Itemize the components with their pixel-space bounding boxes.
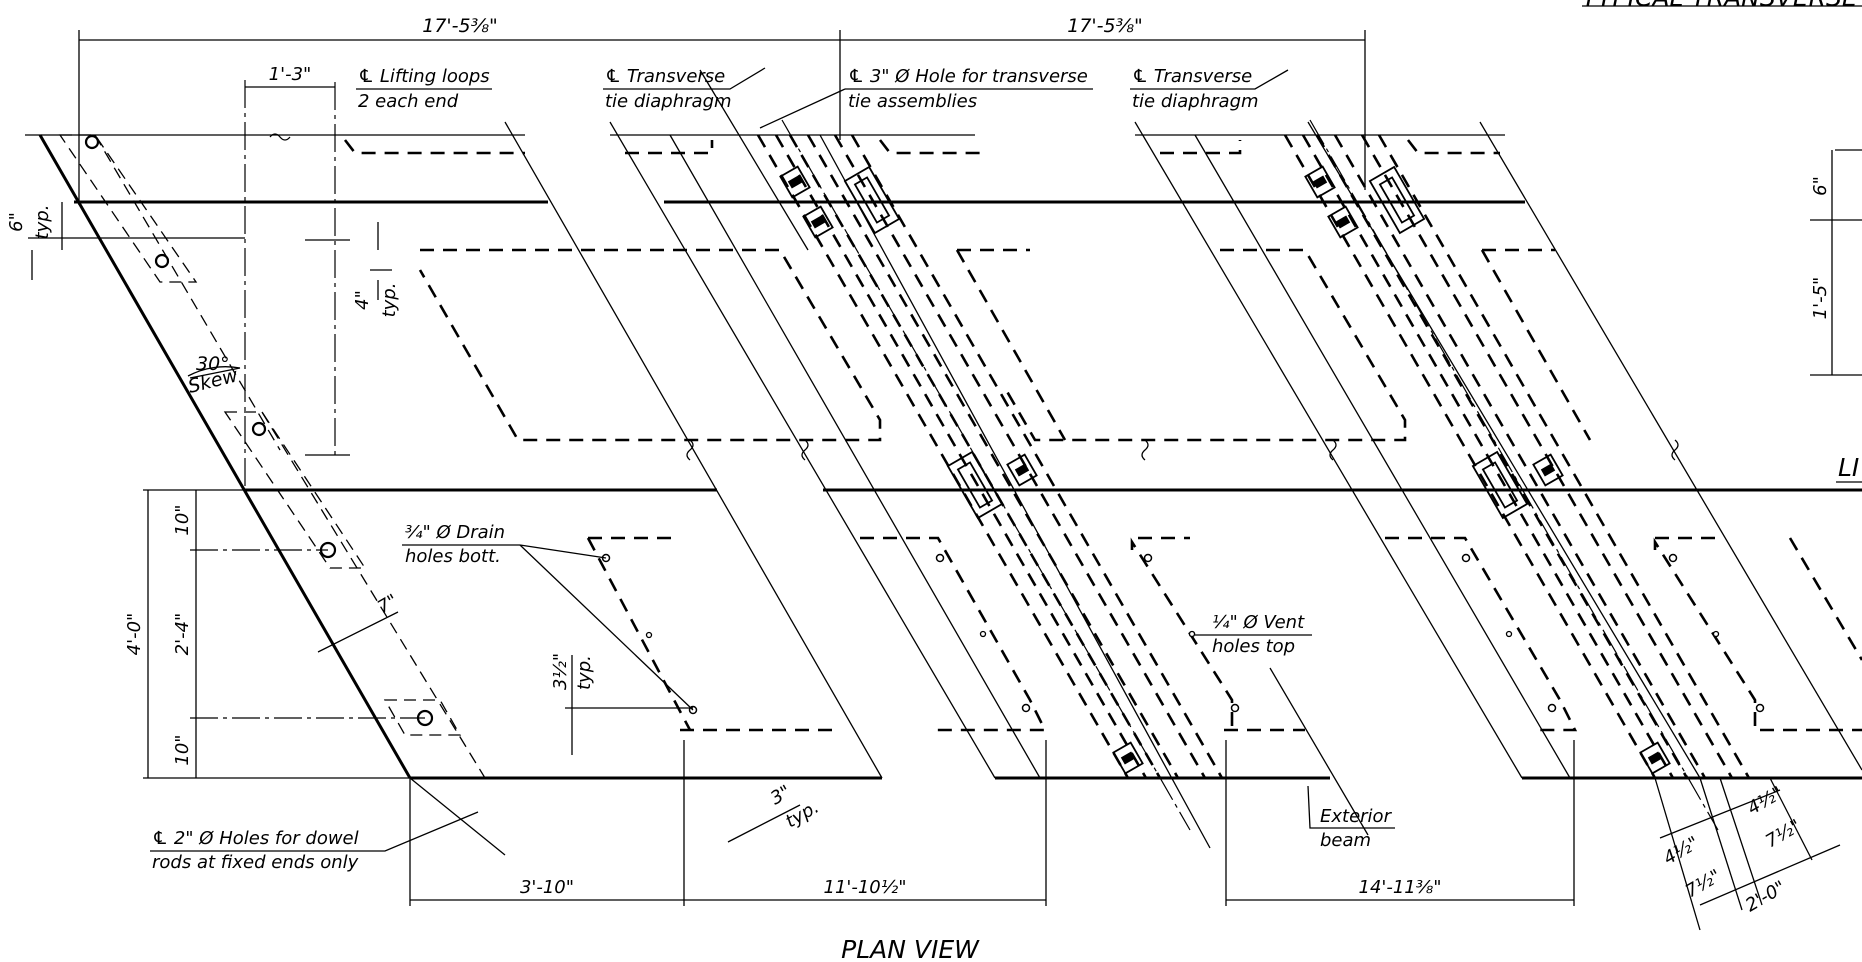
svg-text:holes top: holes top [1212, 636, 1295, 657]
diaphragm-band-2 [1283, 119, 1751, 831]
svg-text:℄ Transverse: ℄ Transverse [1132, 66, 1252, 87]
svg-text:¼" Ø Vent: ¼" Ø Vent [1212, 612, 1305, 633]
svg-text:℄ 3" Ø Hole for transverse: ℄ 3" Ø Hole for transverse [848, 66, 1088, 87]
callout-vent-holes: ¼" Ø Vent holes top [1195, 612, 1369, 836]
svg-text:3": 3" [767, 781, 795, 809]
callout-hole-3in: ℄ 3" Ø Hole for transverse tie assemblie… [699, 66, 1093, 251]
dim-overall-left: 17'-5⅜" [422, 15, 498, 37]
svg-text:7": 7" [374, 590, 402, 618]
svg-text:¾" Ø Drain: ¾" Ø Drain [405, 522, 505, 543]
svg-text:typ.: typ. [32, 205, 53, 240]
svg-text:Exterior: Exterior [1320, 806, 1393, 827]
svg-text:℄ 2" Ø Holes for dowel: ℄ 2" Ø Holes for dowel [152, 828, 359, 849]
svg-text:typ.: typ. [379, 283, 400, 318]
tie-bolt-assemblies [779, 165, 1671, 775]
svg-text:4": 4" [352, 290, 373, 310]
svg-text:6": 6" [1810, 176, 1831, 196]
skew-lines [409, 121, 1862, 856]
svg-text:℄ Transverse: ℄ Transverse [605, 66, 725, 87]
lifting-loop-pockets [58, 134, 486, 779]
dim-lift-offset: 1'-3" [269, 64, 312, 85]
svg-text:2'-4": 2'-4" [172, 613, 193, 656]
diaphragm-band-1 [756, 119, 1224, 831]
far-right-detail: 6" 1'-5" LI [1810, 149, 1862, 483]
svg-text:4½": 4½" [1744, 783, 1787, 820]
svg-text:6": 6" [6, 212, 27, 232]
svg-text:rods at fixed ends only: rods at fixed ends only [152, 852, 359, 873]
svg-text:tie diaphragm: tie diaphragm [1132, 91, 1259, 112]
break-marks [686, 439, 1679, 461]
dowel-holes [319, 541, 434, 727]
svg-text:holes bott.: holes bott. [405, 546, 501, 567]
svg-text:℄ Lifting loops: ℄ Lifting loops [358, 66, 490, 87]
partial-label-li: LI [1838, 453, 1859, 482]
drawing-title: PLAN VIEW [841, 935, 980, 962]
callout-dowel-holes: ℄ 2" Ø Holes for dowel rods at fixed end… [150, 811, 479, 873]
svg-text:tie assemblies: tie assemblies [848, 91, 977, 112]
svg-text:typ.: typ. [574, 655, 595, 690]
svg-text:4'-0": 4'-0" [124, 613, 145, 656]
callout-3in-typ: 3" typ. [727, 781, 823, 843]
void-outlines [343, 139, 1862, 732]
svg-text:10": 10" [172, 504, 193, 535]
svg-text:10": 10" [172, 734, 193, 765]
svg-text:3'-10": 3'-10" [520, 877, 574, 898]
dim-overall-right: 17'-5⅜" [1067, 15, 1143, 37]
top-dimensions: 17'-5⅜" 17'-5⅜" 1'-3" [78, 15, 1366, 205]
callout-transverse-2: ℄ Transverse tie diaphragm [1130, 66, 1289, 112]
callout-transverse-1: ℄ Transverse tie diaphragm [603, 66, 766, 112]
svg-text:7½": 7½" [1762, 816, 1805, 853]
svg-text:4½": 4½" [1660, 833, 1703, 870]
centerlines [190, 80, 425, 719]
bottom-dimensions: 3'-10" 11'-10½" 14'-11⅜" [409, 740, 1575, 906]
callout-exterior-beam: Exterior beam [1307, 785, 1395, 851]
right-dimensions: 4½" 7½" 4½" 7½" 2'-0" [1654, 777, 1841, 931]
callout-drain-holes: ¾" Ø Drain holes bott. 3½" typ. [402, 522, 694, 755]
svg-text:14'-11⅜": 14'-11⅜" [1359, 877, 1442, 898]
svg-text:beam: beam [1320, 830, 1371, 851]
svg-text:30°: 30° [196, 353, 230, 375]
svg-text:2 each end: 2 each end [358, 91, 459, 112]
svg-text:Skew: Skew [186, 364, 241, 398]
drain-and-vent-holes [601, 553, 1765, 715]
svg-text:tie diaphragm: tie diaphragm [605, 91, 732, 112]
svg-text:11'-10½": 11'-10½" [824, 877, 907, 898]
svg-text:1'-5": 1'-5" [1810, 277, 1831, 320]
svg-text:3½": 3½" [550, 653, 571, 690]
svg-text:2'-0": 2'-0" [1742, 877, 1789, 917]
lifting-loop-holes [84, 134, 267, 437]
callout-lifting-loops: ℄ Lifting loops 2 each end [356, 66, 492, 112]
